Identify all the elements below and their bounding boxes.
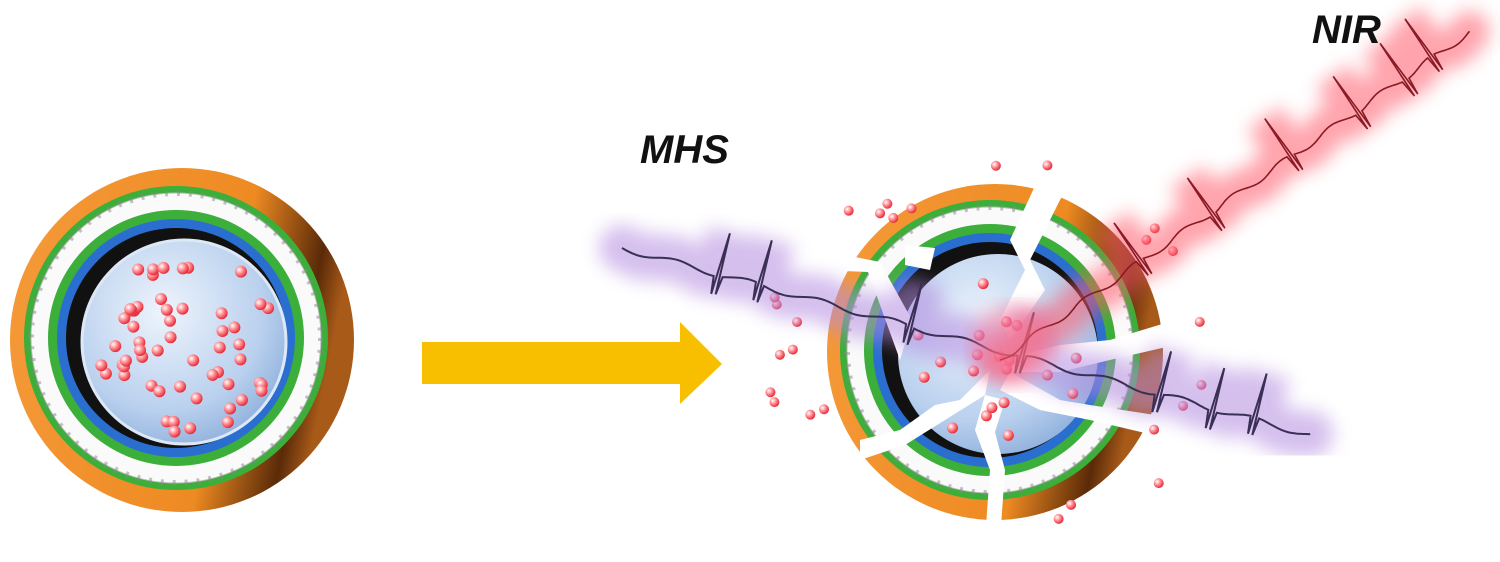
drug-particle: [174, 380, 187, 393]
drug-particle: [160, 303, 173, 316]
drug-particle: [168, 425, 181, 438]
transition-arrow: [422, 322, 722, 404]
nanoparticle-ring: [28, 190, 324, 486]
drug-particle: [980, 410, 992, 422]
drug-particle: [1066, 499, 1077, 510]
drug-particle: [843, 205, 854, 216]
drug-particle: [906, 203, 917, 214]
drug-particle: [769, 397, 780, 408]
drug-particle: [1042, 160, 1053, 171]
drug-particle: [787, 344, 798, 355]
drug-particle: [187, 354, 200, 367]
drug-core: [80, 238, 288, 446]
drug-particle: [184, 422, 197, 435]
drug-particle: [947, 422, 959, 434]
drug-particle: [118, 312, 131, 325]
drug-particle: [221, 416, 234, 429]
drug-particle: [216, 325, 229, 338]
drug-particle: [1153, 478, 1164, 489]
drug-particle: [233, 338, 246, 351]
drug-particle: [222, 378, 235, 391]
drug-particle: [1002, 429, 1014, 441]
drug-particle: [882, 198, 893, 209]
drug-particle: [998, 397, 1010, 409]
drug-particle: [254, 298, 267, 311]
drug-particle: [215, 307, 228, 320]
drug-particle: [151, 344, 164, 357]
drug-particle: [190, 392, 203, 405]
drug-particle: [155, 293, 168, 306]
drug-particle: [176, 302, 189, 315]
drug-particle: [234, 353, 247, 366]
drug-particle: [147, 263, 160, 276]
drug-particle: [918, 371, 930, 383]
drug-particle: [157, 261, 170, 274]
drug-particle: [1149, 424, 1160, 435]
drug-particle: [990, 160, 1001, 171]
drug-particle: [118, 369, 131, 382]
nir-label: NIR: [1312, 8, 1381, 52]
mhs-magnetic-signal: [599, 225, 1334, 458]
drug-particle: [888, 212, 899, 223]
drug-particle: [228, 321, 241, 334]
drug-particle: [235, 393, 248, 406]
drug-particle: [119, 354, 132, 367]
drug-particle: [935, 356, 947, 368]
drug-particle: [234, 265, 247, 278]
drug-particle: [206, 368, 219, 381]
nir-laser-signal: [972, 6, 1490, 385]
drug-particle: [167, 415, 180, 428]
drug-particle: [986, 402, 998, 414]
mhs-label: MHS: [640, 128, 729, 172]
heating-spot: [972, 305, 1052, 385]
drug-particle: [1053, 513, 1064, 524]
drug-particle: [176, 262, 189, 275]
intact-capsule: [10, 168, 354, 512]
drug-particle: [765, 387, 776, 398]
drug-particle: [95, 359, 108, 372]
drug-particle: [805, 409, 816, 420]
drug-particle: [255, 384, 268, 397]
drug-particle: [124, 303, 137, 316]
drug-particle: [819, 404, 830, 415]
drug-particle: [875, 208, 886, 219]
drug-particle: [127, 320, 140, 333]
drug-particle: [213, 341, 226, 354]
drug-particle: [224, 402, 237, 415]
drug-particle: [164, 314, 177, 327]
drug-particle: [134, 344, 147, 357]
drug-particle: [164, 331, 177, 344]
drug-particle: [132, 263, 145, 276]
drug-particle: [1194, 316, 1205, 327]
drug-particle: [977, 278, 989, 290]
drug-particle: [109, 340, 122, 353]
drug-particle: [774, 349, 785, 360]
drug-particles: [95, 261, 275, 438]
drug-particle: [153, 385, 166, 398]
